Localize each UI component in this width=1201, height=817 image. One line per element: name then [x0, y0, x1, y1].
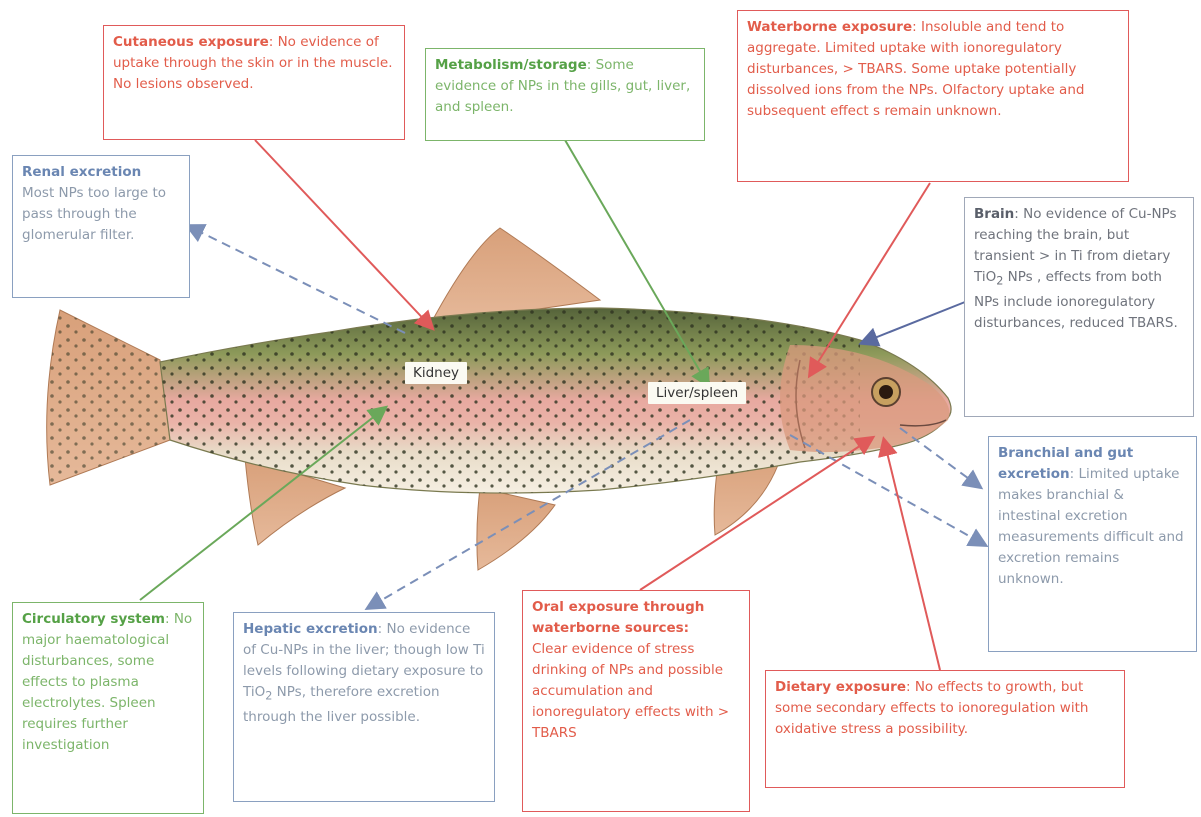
circulatory-system-box: Circulatory system: No major haematologi… [12, 602, 204, 814]
renal-excretion-box: Renal excretion Most NPs too large to pa… [12, 155, 190, 298]
circulatory-body: : No major haematological disturbances, … [22, 611, 192, 753]
hepatic-body-b: NPs, therefore excretion through the liv… [243, 684, 440, 725]
cutaneous-exposure-box: Cutaneous exposure: No evidence of uptak… [103, 25, 405, 140]
metabolism-storage-box: Metabolism/storage: Some evidence of NPs… [425, 48, 705, 141]
oral-title: Oral exposure through waterborne sources… [532, 597, 740, 639]
waterborne-title: Waterborne exposure [747, 19, 912, 35]
hepatic-arrow [368, 420, 690, 608]
brain-title: Brain [974, 206, 1014, 222]
branchial-arrow-upper [900, 428, 980, 487]
hepatic-excretion-box: Hepatic excretion: No evidence of Cu-NPs… [233, 612, 495, 802]
brain-box: Brain: No evidence of Cu-NPs reaching th… [964, 197, 1194, 417]
renal-arrow [188, 226, 405, 333]
brain-arrow [862, 302, 965, 343]
waterborne-exposure-box: Waterborne exposure: Insoluble and tend … [737, 10, 1129, 182]
oral-body: Clear evidence of stress drinking of NPs… [532, 639, 740, 744]
liver-spleen-label: Liver/spleen [648, 382, 746, 404]
dietary-title: Dietary exposure [775, 679, 906, 695]
cutaneous-arrow [255, 140, 432, 328]
circulatory-arrow [140, 408, 385, 600]
circulatory-title: Circulatory system [22, 611, 165, 627]
waterborne-arrow [810, 183, 930, 375]
renal-title: Renal excretion [22, 162, 180, 183]
dietary-arrow [884, 440, 940, 670]
dietary-exposure-box: Dietary exposure: No effects to growth, … [765, 670, 1125, 788]
hepatic-title: Hepatic excretion [243, 621, 378, 637]
oral-exposure-box: Oral exposure through waterborne sources… [522, 590, 750, 812]
kidney-label: Kidney [405, 362, 467, 384]
metabolism-title: Metabolism/storage [435, 57, 587, 73]
branchial-gut-excretion-box: Branchial and gut excretion: Limited upt… [988, 436, 1197, 652]
renal-body: Most NPs too large to pass through the g… [22, 183, 180, 246]
brain-body-b: NPs , effects from both NPs include iono… [974, 269, 1178, 331]
metabolism-arrow [565, 140, 708, 385]
branchial-body: : Limited uptake makes branchial & intes… [998, 466, 1184, 587]
oral-arrow [640, 438, 872, 590]
cutaneous-title: Cutaneous exposure [113, 34, 269, 50]
